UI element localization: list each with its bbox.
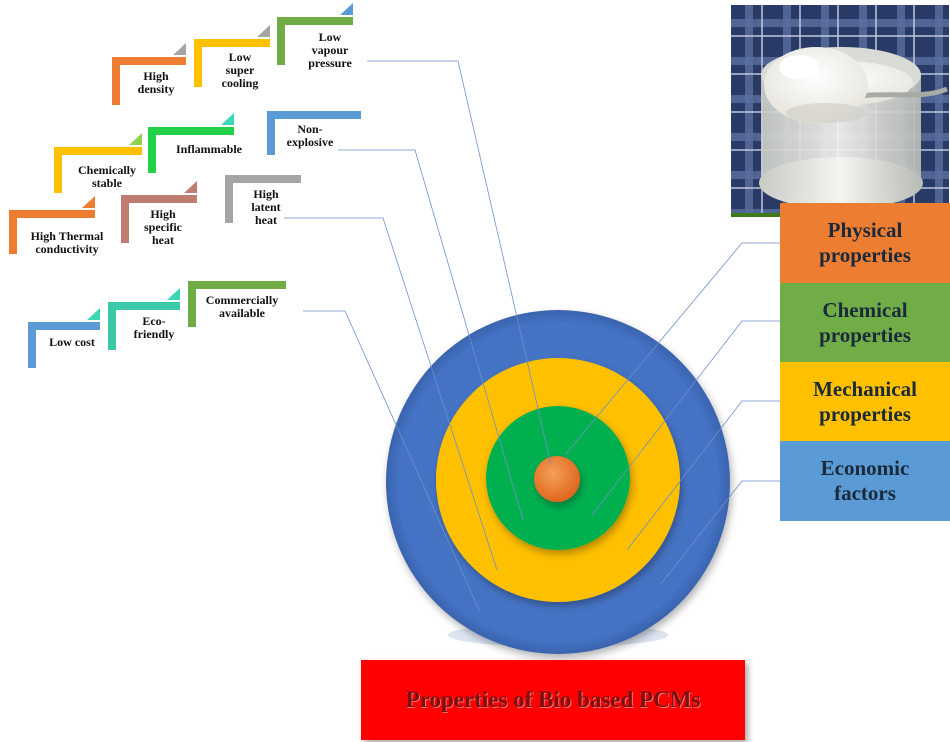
step-high-specific-heat-label-line: heat	[152, 233, 174, 247]
step-low-vapour-pressure-corner-triangle	[340, 3, 353, 15]
step-low-super-cooling-label-line: super	[225, 63, 255, 77]
connector-physical-group	[367, 60, 552, 466]
step-high-specific-heat-bar-side	[121, 195, 129, 243]
connector-economic-group	[303, 310, 481, 613]
step-low-super-cooling-bar-top	[194, 39, 270, 47]
step-high-thermal-conductivity-label-line: conductivity	[35, 242, 99, 256]
step-eco-friendly-label-line: Eco-	[142, 314, 166, 328]
step-chemically-stable-bar-top	[54, 147, 142, 155]
step-low-super-cooling-label-line: Low	[228, 50, 252, 64]
bio-pcm-photo	[731, 5, 949, 217]
step-commercially-available-bar-top	[188, 281, 286, 289]
step-chemically-stable-bar-side	[54, 147, 62, 193]
step-chemically-stable-corner-triangle	[129, 133, 142, 145]
step-low-super-cooling-label-line: cooling	[221, 76, 259, 90]
legend-chemical: Chemical properties	[780, 283, 950, 363]
step-high-density-bar-side	[112, 57, 120, 105]
legend-mechanical: Mechanical properties	[780, 362, 950, 442]
connector-economic-legend	[659, 480, 780, 586]
step-inflammable-bar-top	[148, 127, 234, 135]
connector-mechanical-legend	[626, 400, 780, 551]
step-inflammable-corner-triangle	[221, 113, 234, 125]
title-box: Properties of Bio based PCMs	[361, 660, 745, 740]
step-high-latent-heat-label-line: heat	[255, 213, 277, 227]
step-high-specific-heat-label-line: High	[150, 207, 176, 221]
step-high-latent-heat-label-line: latent	[251, 200, 281, 214]
step-eco-friendly-bar-side	[108, 302, 116, 350]
step-high-latent-heat-bar-top	[225, 175, 301, 183]
step-low-vapour-pressure-bar-top	[277, 17, 353, 25]
step-low-cost-label-line: Low cost	[49, 335, 95, 349]
connector-lines	[284, 60, 780, 613]
step-inflammable-label: Inflammable	[160, 143, 258, 156]
connector-chemical-legend	[591, 320, 780, 516]
step-high-specific-heat-bar-top	[121, 195, 197, 203]
connector-mechanical-group	[284, 217, 498, 571]
step-non-explosive-label-line: Non-	[297, 122, 323, 136]
step-inflammable-bar-side	[148, 127, 156, 173]
step-inflammable-label-line: Inflammable	[176, 142, 242, 156]
step-high-density-label-line: High	[143, 69, 169, 83]
step-eco-friendly-bar-top	[108, 302, 180, 310]
step-high-specific-heat-corner-triangle	[184, 181, 197, 193]
core-physical	[534, 456, 580, 502]
step-high-thermal-conductivity-bar-top	[9, 210, 95, 218]
step-chemically-stable-label-line: Chemically	[78, 163, 136, 177]
step-high-thermal-conductivity-bar-side	[9, 210, 17, 254]
step-high-latent-heat-label-line: High	[253, 187, 279, 201]
step-high-thermal-conductivity-corner-triangle	[82, 196, 95, 208]
step-low-vapour-pressure-label-line: Low	[318, 30, 342, 44]
step-low-vapour-pressure-label-line: vapour	[311, 43, 349, 57]
connector-physical-legend	[564, 242, 780, 456]
step-eco-friendly-label-line: friendly	[133, 327, 175, 341]
connector-chemical-group	[338, 149, 524, 521]
step-low-cost-bar-top	[28, 322, 100, 330]
step-eco-friendly-label: Eco-friendly	[116, 315, 192, 341]
step-non-explosive-bar-side	[267, 111, 275, 155]
step-commercially-available-label-line: Commercially	[205, 293, 279, 307]
step-low-cost-bar-side	[28, 322, 36, 368]
step-commercially-available-bar-side	[188, 281, 196, 327]
step-eco-friendly-corner-triangle	[167, 288, 180, 300]
legend-economic: Economic factors	[780, 441, 950, 521]
step-low-cost-label: Low cost	[36, 336, 108, 349]
step-low-super-cooling-corner-triangle	[257, 25, 270, 37]
legend-physical: Physical properties	[780, 203, 950, 283]
step-high-density-label-line: density	[137, 82, 175, 96]
diagram-title: Properties of Bio based PCMs	[405, 687, 701, 712]
step-low-vapour-pressure-label-line: pressure	[308, 56, 352, 70]
step-high-density-corner-triangle	[173, 43, 186, 55]
step-low-cost-corner-triangle	[87, 308, 100, 320]
step-chemically-stable-label-line: stable	[92, 176, 122, 190]
step-commercially-available-label-line: available	[218, 306, 265, 320]
step-non-explosive-label: Non-explosive	[275, 123, 345, 149]
step-low-vapour-pressure-bar-side	[277, 17, 285, 65]
step-high-thermal-conductivity-label-line: High Thermal	[30, 229, 104, 243]
step-non-explosive-bar-top	[267, 111, 361, 119]
step-high-specific-heat-label-line: specific	[144, 220, 182, 234]
step-high-density-bar-top	[112, 57, 186, 65]
step-high-latent-heat-bar-side	[225, 175, 233, 223]
step-low-super-cooling-bar-side	[194, 39, 202, 87]
step-non-explosive-label-line: explosive	[286, 135, 334, 149]
